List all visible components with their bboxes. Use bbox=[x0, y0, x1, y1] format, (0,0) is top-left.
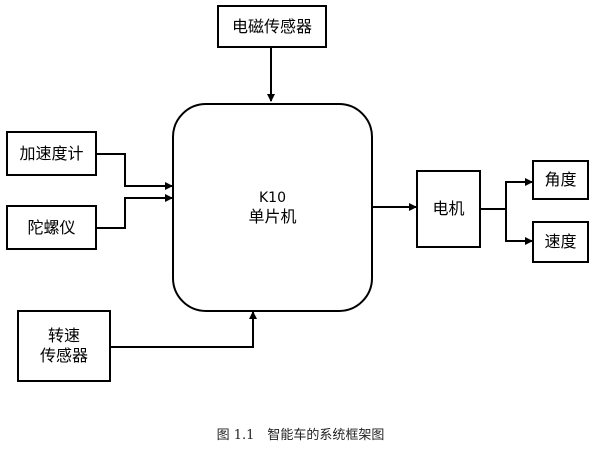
speed-label: 速度 bbox=[544, 232, 577, 251]
accelerometer-label: 加速度计 bbox=[19, 143, 84, 163]
mcu-model-label: K10 bbox=[259, 189, 286, 206]
speed-sensor-label-line1: 转速 bbox=[47, 326, 80, 345]
electromagnetic-sensor-box: 电磁传感器 bbox=[217, 5, 327, 48]
figure-caption: 图 1.1 智能车的系统框架图 bbox=[216, 428, 385, 443]
speed-sensor-box: 转速 传感器 bbox=[17, 310, 111, 382]
arrow-motor-to-speed bbox=[505, 209, 533, 245]
mcu-box: K10 单片机 bbox=[172, 103, 373, 312]
motor-label: 电机 bbox=[432, 199, 465, 218]
gyroscope-label: 陀螺仪 bbox=[27, 217, 76, 237]
gyroscope-box: 陀螺仪 bbox=[6, 205, 97, 250]
accelerometer-box: 加速度计 bbox=[6, 131, 97, 176]
angle-box: 角度 bbox=[532, 160, 589, 200]
motor-box: 电机 bbox=[416, 170, 481, 248]
arrow-speed-sensor-to-mcu bbox=[111, 311, 257, 348]
speed-sensor-label-line2: 传感器 bbox=[39, 346, 88, 365]
arrow-accel-to-mcu bbox=[97, 153, 173, 190]
electromagnetic-sensor-label: 电磁传感器 bbox=[231, 16, 312, 36]
arrow-motor-to-angle bbox=[505, 178, 533, 209]
speed-box: 速度 bbox=[532, 221, 589, 263]
angle-label: 角度 bbox=[544, 170, 577, 189]
arrow-gyro-to-mcu bbox=[97, 194, 173, 229]
mcu-label: 单片机 bbox=[248, 206, 297, 226]
